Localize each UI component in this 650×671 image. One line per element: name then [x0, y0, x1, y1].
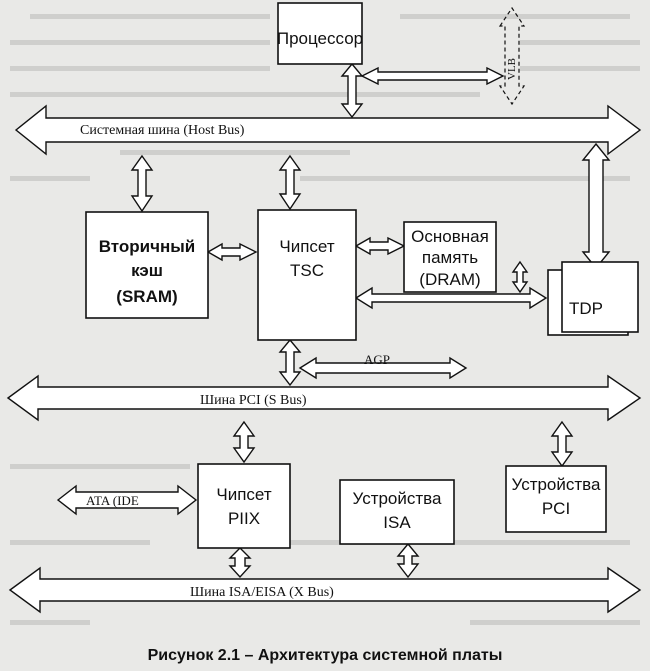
tsc-pci-arrow [278, 338, 302, 387]
tdp-dram-arrow [511, 260, 529, 294]
host-bus-arrow [14, 104, 642, 156]
tsc-tdp-arrow [354, 286, 548, 310]
ata-arrow [56, 484, 198, 516]
piix-isa-arrow [228, 547, 252, 579]
host-bus-label: Системная шина (Host Bus) [80, 123, 245, 138]
tsc-chipset-block [257, 209, 357, 341]
ata-label: ATA (IDE [86, 493, 139, 508]
processor-label: Процессор [277, 29, 363, 48]
isadev-isa-arrow [396, 542, 420, 579]
pci-devices-label-1: Устройства [512, 475, 601, 494]
cache-label-3: (SRAM) [116, 287, 177, 306]
host-cache-arrow [130, 154, 154, 213]
tsc-label-2: TSC [290, 261, 324, 280]
isa-bus-label: Шина ISA/EISA (X Bus) [190, 585, 334, 600]
tdp-block [561, 261, 639, 333]
piix-chipset-block [197, 463, 291, 549]
main-memory-block [403, 221, 497, 293]
vlb-label: VLB [506, 58, 518, 80]
processor-block [277, 2, 363, 65]
dram-label-3: (DRAM) [419, 270, 480, 289]
tsc-dram-arrow [354, 236, 406, 256]
figure-caption: Рисунок 2.1 – Архитектура системной плат… [148, 647, 503, 664]
isa-devices-label-1: Устройства [353, 489, 442, 508]
vlb-dashed-arrow [498, 6, 526, 106]
pci-devices-label-2: PCI [542, 499, 570, 518]
dram-label-1: Основная [411, 227, 489, 246]
piix-label-2: PIIX [228, 509, 260, 528]
pci-devices-block [505, 465, 607, 533]
secondary-cache-block [85, 211, 209, 319]
pci-devices-arrow [550, 420, 574, 468]
host-tsc-arrow [278, 154, 302, 211]
processor-host-arrow [340, 62, 364, 119]
cache-label-2: кэш [131, 261, 163, 280]
tdp-label: TDP [569, 299, 603, 318]
pci-bus-label: Шина PCI (S Bus) [200, 393, 307, 408]
agp-label: AGP [364, 352, 390, 367]
pci-bus-arrow [6, 374, 642, 422]
piix-label-1: Чипсет [216, 485, 271, 504]
processor-vlb-arrow [360, 66, 505, 86]
isa-bus-arrow [8, 566, 642, 614]
cache-tsc-arrow [206, 242, 258, 262]
cache-label-1: Вторичный [99, 237, 195, 256]
pci-piix-arrow [232, 420, 256, 464]
agp-arrow [298, 356, 468, 380]
isa-devices-label-2: ISA [383, 513, 411, 532]
dram-label-2: память [422, 248, 478, 267]
isa-devices-block [339, 479, 455, 545]
tsc-label-1: Чипсет [279, 237, 334, 256]
host-tdp-arrow [581, 142, 611, 270]
